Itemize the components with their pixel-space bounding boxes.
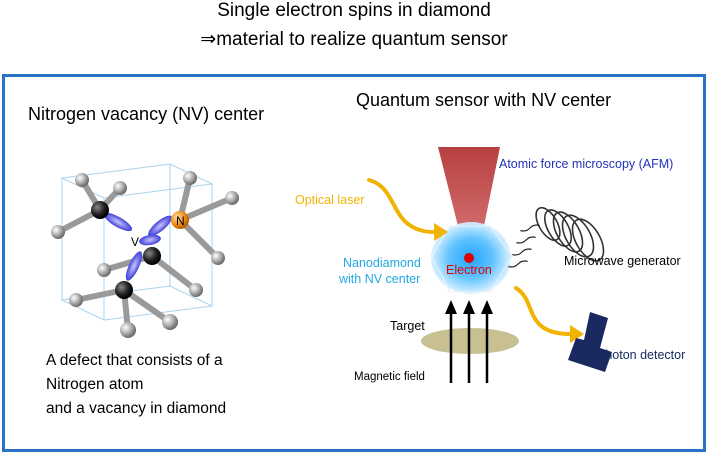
right-heading: Quantum sensor with NV center <box>356 90 612 110</box>
crystal-structure <box>51 163 239 338</box>
electron-label: Electron <box>446 263 492 277</box>
vacancy-orbitals <box>103 212 172 281</box>
magnetic-field-arrows <box>449 312 489 383</box>
nitrogen-atom <box>171 211 189 229</box>
afm-tip <box>438 147 500 226</box>
desc-line-2: Nitrogen atom <box>46 376 144 393</box>
laser-label: Optical laser <box>295 193 365 207</box>
desc-line-3: and a vacancy in diamond <box>46 400 227 417</box>
target-label: Target <box>390 319 425 333</box>
electron-dot <box>464 253 474 263</box>
photon-detector-label: Photon detector <box>597 348 686 362</box>
desc-line-1: A defect that consists of a <box>46 352 223 369</box>
content-frame <box>2 74 706 452</box>
atom-label-v: V <box>131 235 139 249</box>
microwave-label: Microwave generator <box>564 254 681 268</box>
nanodiamond-label-1: Nanodiamond <box>343 256 421 270</box>
microwave-waves <box>508 224 540 268</box>
photon-path <box>514 286 572 336</box>
carbon-atoms <box>51 171 239 338</box>
title-line-1: Single electron spins in diamond <box>217 0 491 21</box>
laser-path <box>367 178 436 234</box>
atom-label-n: N <box>176 214 185 228</box>
title-line-2: ⇒material to realize quantum sensor <box>200 29 508 50</box>
left-heading: Nitrogen vacancy (NV) center <box>28 104 265 124</box>
photon-arrowhead <box>570 325 584 343</box>
laser-arrowhead <box>434 223 448 241</box>
photon-detector-icon <box>568 312 612 372</box>
microwave-coil <box>535 206 605 262</box>
nanodiamond-label-2: with NV center <box>339 272 421 286</box>
magnetic-field-label: Magnetic field <box>354 371 425 383</box>
afm-label: Atomic force microscopy (AFM) <box>499 157 674 171</box>
